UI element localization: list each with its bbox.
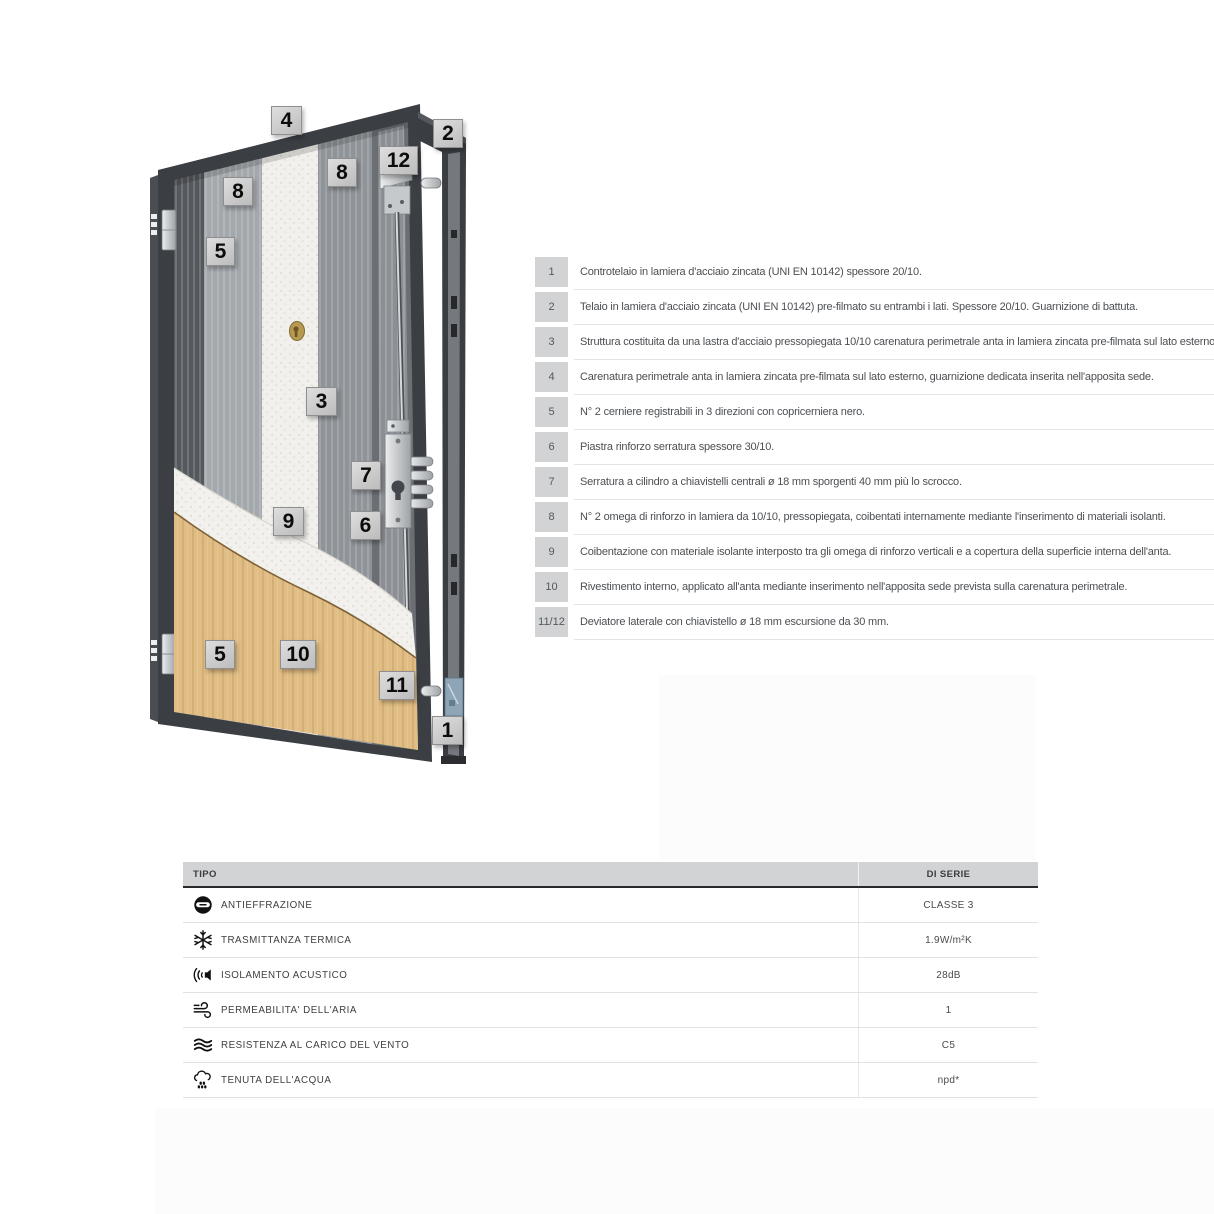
wood-panel-layer (173, 511, 418, 750)
diagram-badge: 11 (379, 671, 415, 700)
row-description: Controtelaio in lamiera d'acciaio zincat… (574, 255, 1214, 290)
diagram-badge: 12 (379, 146, 418, 175)
column-header-di-serie: DI SERIE (858, 862, 1038, 886)
door-cutaway-diagram: 4 2 12 8 8 5 3 7 6 9 5 10 11 1 (0, 0, 520, 800)
diagram-badge: 9 (273, 507, 304, 536)
spec-value: CLASSE 3 (858, 888, 1038, 922)
table-row: RESISTENZA AL CARICO DEL VENTO C5 (183, 1028, 1038, 1063)
row-number: 4 (535, 362, 568, 392)
row-description: Carenatura perimetrale anta in lamiera z… (574, 360, 1214, 395)
spec-value: npd* (858, 1063, 1038, 1097)
diagram-badge: 3 (306, 387, 337, 416)
diagram-badge: 5 (206, 237, 235, 266)
row-description: Rivestimento interno, applicato all'anta… (574, 570, 1214, 605)
table-row: 2 Telaio in lamiera d'acciaio zincata (U… (535, 290, 1214, 325)
diagram-badge: 5 (205, 640, 235, 669)
row-description: Serratura a cilindro a chiavistelli cent… (574, 465, 1214, 500)
diagram-badge: 7 (351, 461, 381, 490)
diagram-badge: 8 (327, 158, 357, 187)
table-row: 11/12 Deviatore laterale con chiavistell… (535, 605, 1214, 640)
spec-label: ISOLAMENTO ACUSTICO (221, 969, 348, 981)
burglar-icon (191, 893, 215, 917)
diagram-badge: 2 (433, 119, 463, 148)
table-row: 1 Controtelaio in lamiera d'acciaio zinc… (535, 255, 1214, 290)
components-table: 1 Controtelaio in lamiera d'acciaio zinc… (535, 255, 1214, 640)
background-panel (659, 675, 1036, 860)
specs-table: TIPO DI SERIE ANTIEFFRAZIONE CLASSE 3 (183, 862, 1038, 1098)
spec-value: 1.9W/m²K (858, 923, 1038, 957)
spec-value: C5 (858, 1028, 1038, 1062)
row-number: 2 (535, 292, 568, 322)
spec-label: PERMEABILITA' DELL'ARIA (221, 1004, 357, 1016)
table-row: TENUTA DELL'ACQUA npd* (183, 1063, 1038, 1098)
diagram-badge: 4 (271, 106, 302, 135)
spec-label: ANTIEFFRAZIONE (221, 899, 313, 911)
hinge-pin (420, 177, 442, 697)
row-description: Deviatore laterale con chiavistello ø 18… (574, 605, 1214, 640)
row-description: Piastra rinforzo serratura spessore 30/1… (574, 430, 1214, 465)
row-number: 8 (535, 502, 568, 532)
diagram-badge: 1 (432, 716, 463, 745)
keyhole (289, 321, 305, 341)
footer-panel (155, 1108, 1214, 1214)
row-description: N° 2 cerniere registrabili in 3 direzion… (574, 395, 1214, 430)
table-row: 8 N° 2 omega di rinforzo in lamiera da 1… (535, 500, 1214, 535)
table-row: 4 Carenatura perimetrale anta in lamiera… (535, 360, 1214, 395)
table-row: 9 Coibentazione con materiale isolante i… (535, 535, 1214, 570)
column-header-tipo: TIPO (193, 868, 217, 880)
specs-table-header: TIPO DI SERIE (183, 862, 1038, 888)
row-description: Telaio in lamiera d'acciaio zincata (UNI… (574, 290, 1214, 325)
row-number: 9 (535, 537, 568, 567)
row-number: 7 (535, 467, 568, 497)
row-number: 6 (535, 432, 568, 462)
diagram-badge: 8 (223, 177, 253, 206)
speaker-icon (191, 963, 215, 987)
table-row: ANTIEFFRAZIONE CLASSE 3 (183, 888, 1038, 923)
table-row: 7 Serratura a cilindro a chiavistelli ce… (535, 465, 1214, 500)
row-description: Coibentazione con materiale isolante int… (574, 535, 1214, 570)
row-number: 10 (535, 572, 568, 602)
row-number: 3 (535, 327, 568, 357)
table-row: PERMEABILITA' DELL'ARIA 1 (183, 993, 1038, 1028)
spec-value: 28dB (858, 958, 1038, 992)
spec-value: 1 (858, 993, 1038, 1027)
hinge (161, 209, 177, 675)
lock-assembly (384, 419, 434, 529)
diagram-badge: 10 (280, 640, 316, 669)
diagram-badge: 6 (350, 511, 381, 540)
row-number: 11/12 (535, 607, 568, 637)
galvanized-anchor (444, 677, 464, 717)
table-row: 5 N° 2 cerniere registrabili in 3 direzi… (535, 395, 1214, 430)
row-description: N° 2 omega di rinforzo in lamiera da 10/… (574, 500, 1214, 535)
snowflake-icon (191, 928, 215, 952)
door-illustration (150, 104, 466, 764)
insulation-blanket-layer (173, 467, 416, 658)
row-number: 1 (535, 257, 568, 287)
table-row: TRASMITTANZA TERMICA 1.9W/m²K (183, 923, 1038, 958)
door-edge-strip (150, 175, 158, 722)
wind-waves-icon (191, 1033, 215, 1057)
rain-cloud-icon (191, 1068, 215, 1092)
table-row: ISOLAMENTO ACUSTICO 28dB (183, 958, 1038, 993)
table-row: 10 Rivestimento interno, applicato all'a… (535, 570, 1214, 605)
wind-swirl-icon (191, 998, 215, 1022)
table-row: 6 Piastra rinforzo serratura spessore 30… (535, 430, 1214, 465)
row-number: 5 (535, 397, 568, 427)
spec-label: RESISTENZA AL CARICO DEL VENTO (221, 1039, 410, 1051)
row-description: Struttura costituita da una lastra d'acc… (574, 325, 1214, 360)
spec-label: TENUTA DELL'ACQUA (221, 1074, 332, 1086)
spec-label: TRASMITTANZA TERMICA (221, 934, 352, 946)
table-row: 3 Struttura costituita da una lastra d'a… (535, 325, 1214, 360)
